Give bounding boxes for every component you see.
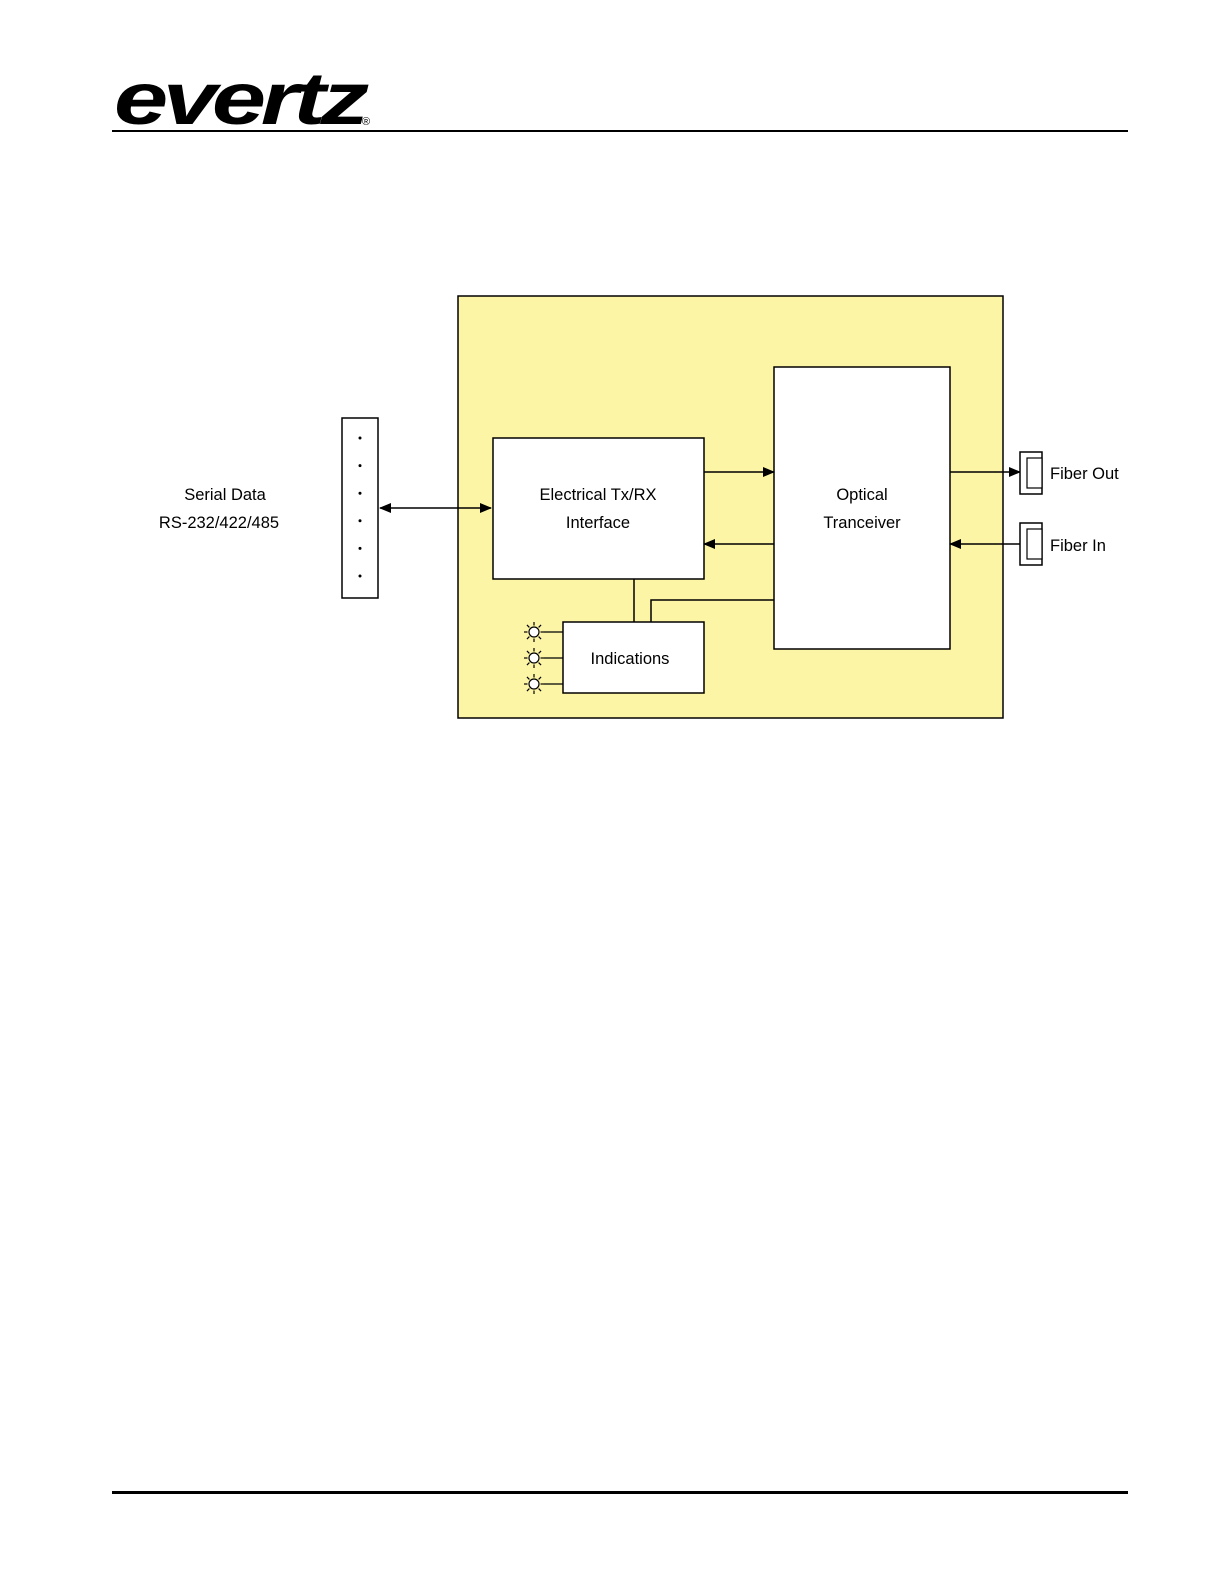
footer-rule: [112, 1491, 1128, 1494]
electrical-label-line1: Electrical Tx/RX: [539, 486, 656, 504]
optical-label-line2: Tranceiver: [823, 514, 901, 532]
electrical-interface-block: Electrical Tx/RX Interface: [493, 438, 704, 579]
fiber-in-label: Fiber In: [1050, 537, 1106, 555]
connector-pin-dot: [359, 575, 362, 578]
fiber-in-connector: [1020, 523, 1042, 565]
connector-pin-dot: [359, 437, 362, 440]
indications-label: Indications: [591, 650, 670, 668]
serial-data-label: Serial Data: [184, 486, 266, 504]
connector-pin-dot: [359, 519, 362, 522]
optical-label-line1: Optical: [836, 486, 887, 504]
optical-transceiver-block: Optical Tranceiver: [774, 367, 950, 649]
serial-standard-label: RS-232/422/485: [159, 514, 279, 532]
connector-pin-dot: [359, 492, 362, 495]
electrical-label-line2: Interface: [566, 514, 630, 532]
serial-connector: [342, 418, 378, 598]
indications-block: Indications: [563, 622, 704, 693]
connector-pin-dot: [359, 464, 362, 467]
fiber-out-label: Fiber Out: [1050, 465, 1119, 483]
connector-pin-dot: [359, 547, 362, 550]
fiber-out-connector: [1020, 452, 1042, 494]
